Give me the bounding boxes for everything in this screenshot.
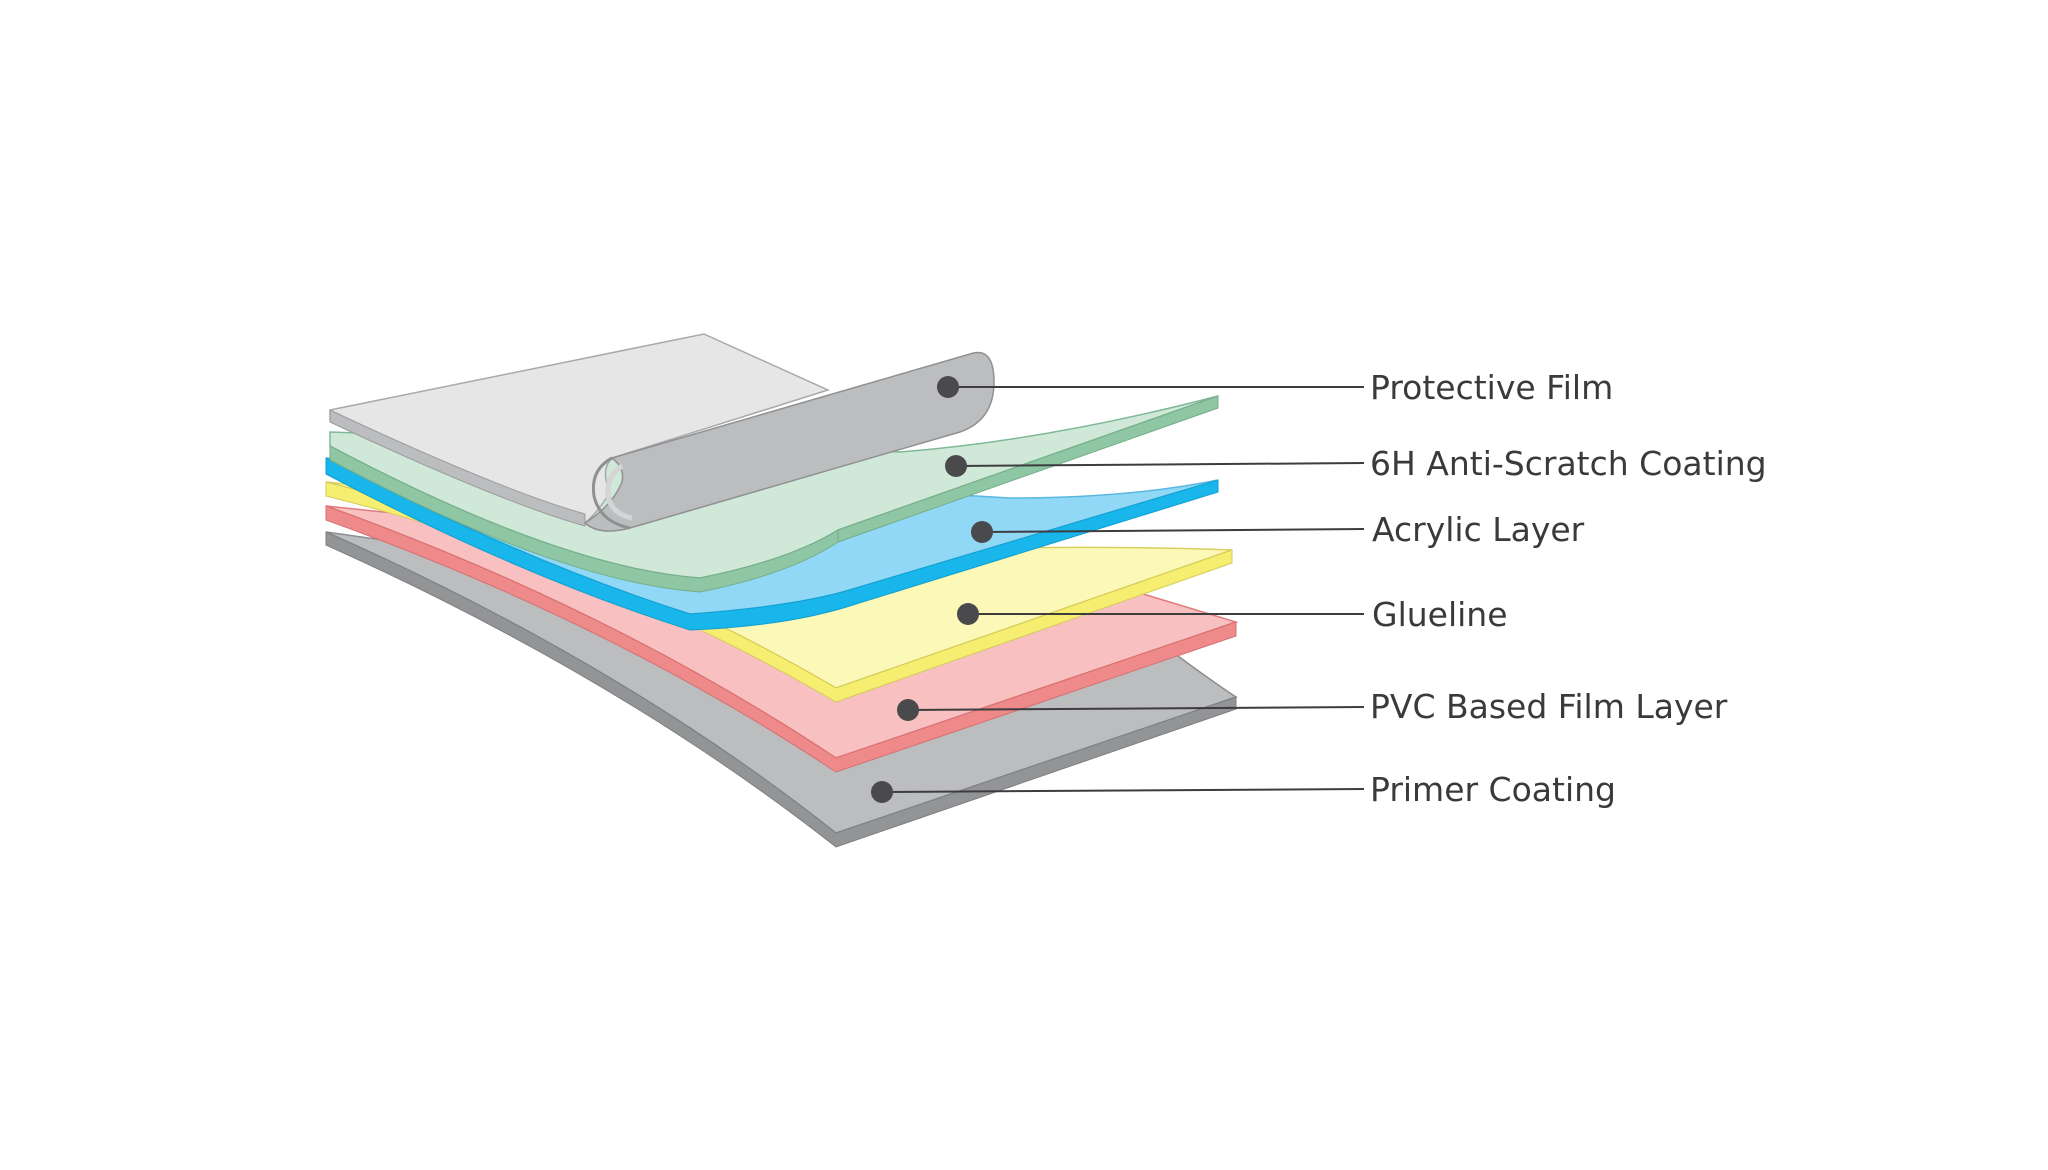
label-protective-film: Protective Film bbox=[1370, 368, 1613, 407]
callout-acrylic: Acrylic Layer bbox=[971, 510, 1585, 549]
label-anti-scratch: 6H Anti-Scratch Coating bbox=[1370, 444, 1767, 483]
callouts: Protective Film 6H Anti-Scratch Coating … bbox=[871, 368, 1767, 809]
protective-film-edge bbox=[329, 409, 586, 527]
callout-primer: Primer Coating bbox=[871, 770, 1616, 809]
label-primer: Primer Coating bbox=[1370, 770, 1616, 809]
marker-dot bbox=[971, 521, 993, 543]
leader-line bbox=[881, 788, 1365, 793]
leader-line bbox=[981, 528, 1365, 533]
label-glueline: Glueline bbox=[1372, 595, 1508, 634]
marker-dot bbox=[957, 603, 979, 625]
protective-film-curl-inner bbox=[605, 463, 633, 521]
leader-line bbox=[907, 706, 1365, 711]
callout-pvc-film: PVC Based Film Layer bbox=[897, 687, 1728, 726]
marker-dot bbox=[945, 455, 967, 477]
primer-edge bbox=[325, 531, 1237, 848]
layer-protective-film bbox=[329, 333, 995, 532]
protective-film-curl bbox=[591, 456, 631, 530]
marker-dot bbox=[871, 781, 893, 803]
pvc-edge bbox=[325, 505, 1237, 773]
callout-anti-scratch: 6H Anti-Scratch Coating bbox=[945, 444, 1767, 483]
marker-dot bbox=[897, 699, 919, 721]
leader-line bbox=[955, 462, 1365, 467]
callout-glueline: Glueline bbox=[957, 595, 1508, 634]
protective-film-roll bbox=[583, 351, 995, 532]
acrylic-edge bbox=[325, 457, 1219, 631]
callout-protective-film: Protective Film bbox=[937, 368, 1613, 407]
label-acrylic: Acrylic Layer bbox=[1372, 510, 1585, 549]
anti-scratch-underside bbox=[329, 445, 839, 593]
marker-dot bbox=[937, 376, 959, 398]
label-pvc-film: PVC Based Film Layer bbox=[1370, 687, 1728, 726]
